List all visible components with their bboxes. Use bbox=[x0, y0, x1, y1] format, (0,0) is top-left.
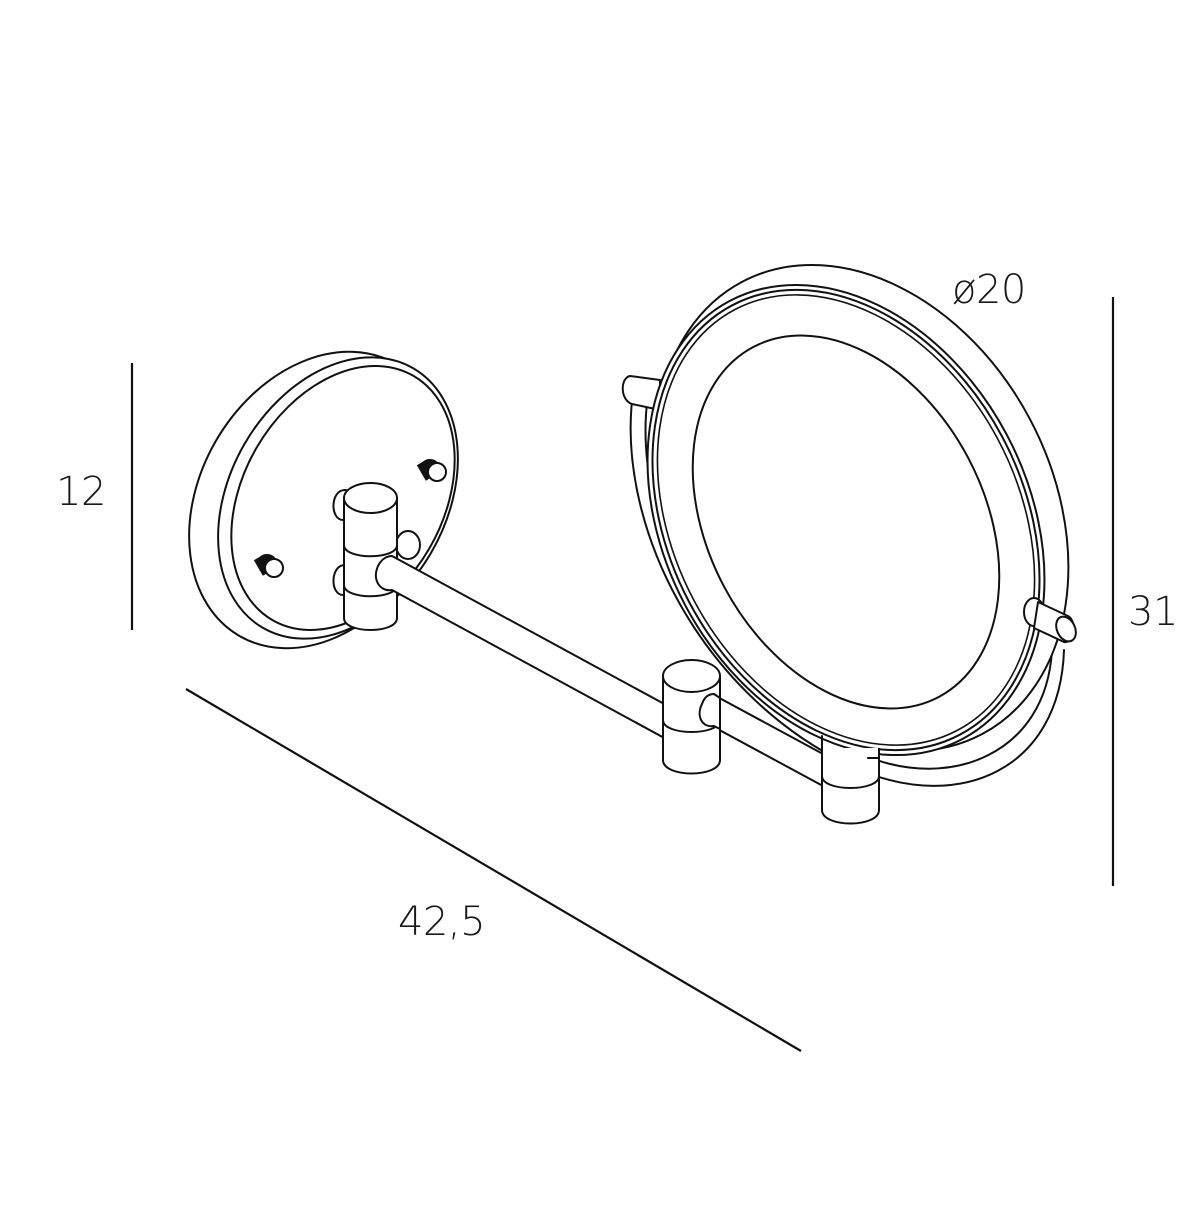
mirror-joint bbox=[821, 735, 880, 825]
total-length-label: 42,5 bbox=[398, 899, 486, 945]
base-joint bbox=[343, 482, 398, 631]
mirror-glass bbox=[691, 334, 1001, 710]
wall-plate bbox=[188, 350, 459, 650]
pivot-pin-right bbox=[1023, 597, 1077, 644]
screw-top bbox=[416, 459, 447, 482]
screw-bottom bbox=[253, 554, 284, 578]
mirror bbox=[646, 264, 1070, 757]
hinge-bracket-right bbox=[395, 530, 421, 560]
base-height-label: 12 bbox=[56, 469, 106, 515]
total-height-label: 31 bbox=[1128, 589, 1178, 635]
dimension-line-total-length bbox=[185, 688, 802, 1052]
mirror-diameter-label: ø20 bbox=[952, 267, 1026, 313]
arm-segment-1 bbox=[374, 555, 669, 741]
middle-joint bbox=[662, 659, 721, 775]
